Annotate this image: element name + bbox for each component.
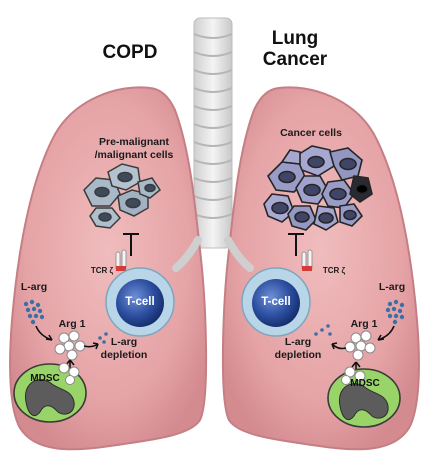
larg-dots-right (385, 299, 405, 325)
label-premalignant-cells: Pre-malignant /malignant cells (94, 136, 174, 161)
tcr-receptor-right (301, 249, 313, 271)
pathway-arrows-right (331, 325, 395, 372)
label-tcr-left: TCR ζ (90, 266, 114, 275)
tcell-right (241, 267, 311, 337)
cancer-cells (263, 145, 373, 231)
label-tcr-right: TCR ζ (322, 266, 346, 275)
label-arg1-right: Arg 1 (350, 318, 378, 330)
arg1-enzyme-right (344, 330, 376, 361)
label-cancer-cells: Cancer cells (280, 127, 342, 139)
mdsc-left (13, 362, 87, 423)
larg-dots-left (23, 299, 45, 325)
label-tcell-left: T-cell (125, 296, 155, 308)
depletion-dots-left (98, 332, 108, 344)
left-lung (9, 86, 208, 451)
label-mdsc-right: MDSC (350, 378, 380, 389)
label-tcell-right: T-cell (261, 296, 291, 308)
label-depletion-left: L-arg depletion (100, 336, 148, 361)
pathway-arrows-left (35, 325, 99, 372)
inhibition-arrow-left (123, 233, 139, 256)
label-larg-right: L-arg (378, 281, 406, 293)
premalignant-cells (83, 163, 162, 229)
label-larg-left: L-arg (20, 281, 48, 293)
label-depletion-right: L-arg depletion (274, 336, 322, 361)
label-arg1-left: Arg 1 (58, 318, 86, 330)
depletion-dots-right (314, 324, 332, 336)
inhibition-arrow-right (288, 233, 304, 256)
title-copd: COPD (102, 42, 158, 63)
trachea (193, 17, 233, 249)
label-mdsc-left: MDSC (30, 373, 60, 384)
mdsc-right (327, 366, 401, 428)
tcell-left (105, 267, 175, 337)
tcr-receptor-left (115, 249, 127, 271)
title-lung-cancer: Lung Cancer (262, 28, 328, 70)
